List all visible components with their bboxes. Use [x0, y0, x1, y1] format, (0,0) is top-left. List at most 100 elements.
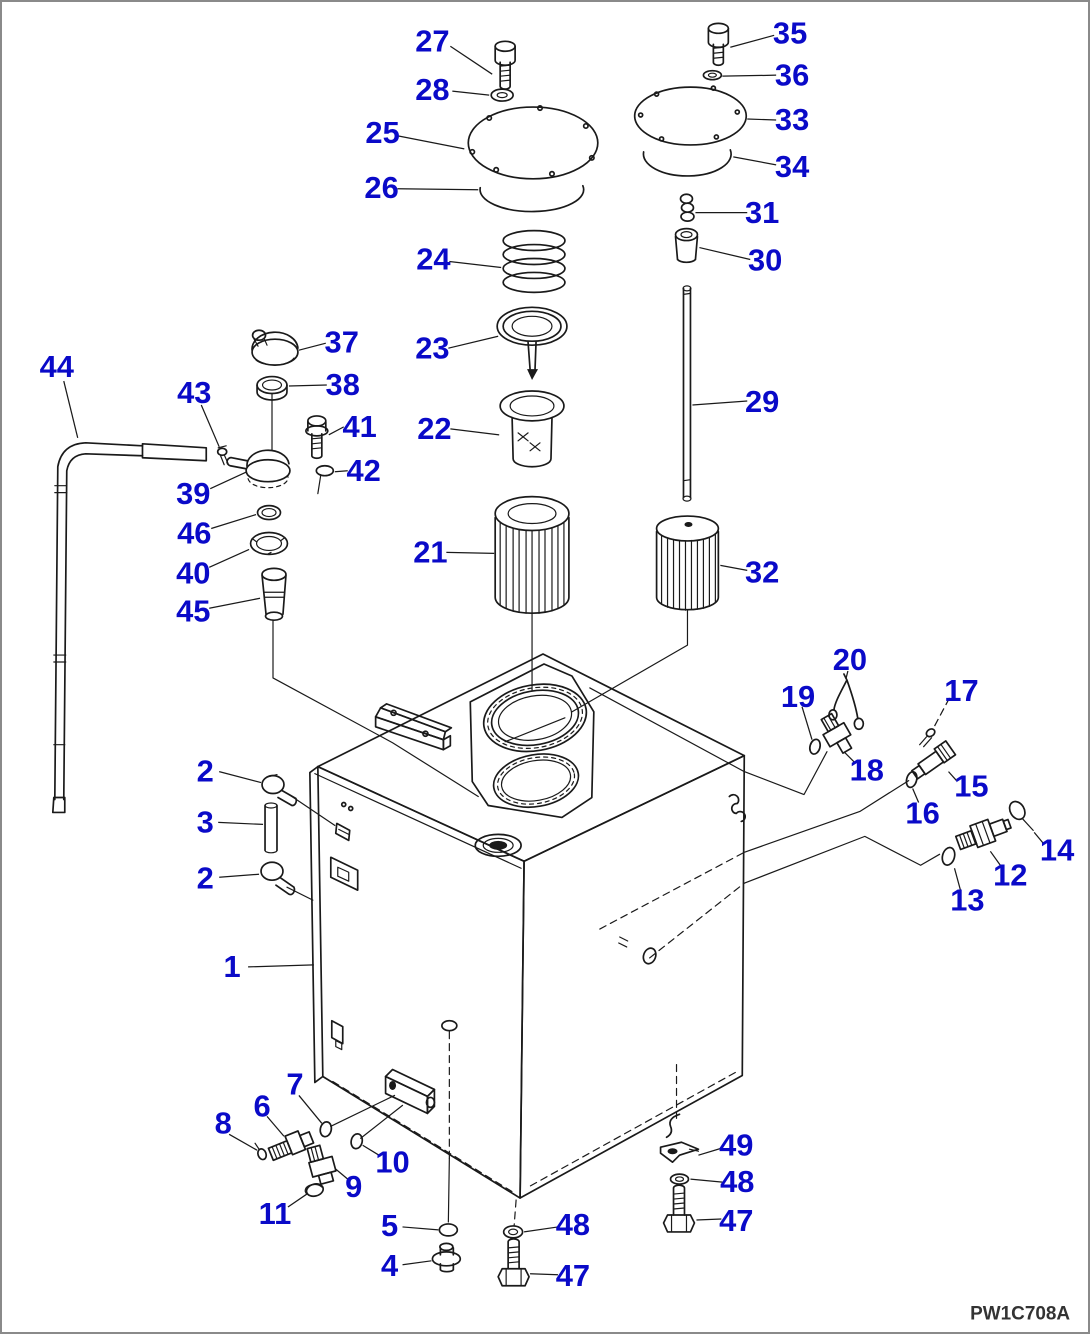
callout-c27: 27 — [415, 23, 449, 58]
leader-c2a — [219, 771, 262, 784]
figure-code: PW1C708A — [970, 1304, 1070, 1325]
leader-c48a — [523, 1226, 559, 1233]
part-48-washer-right — [669, 1173, 690, 1185]
leader-c41 — [328, 426, 345, 436]
top-bracket — [374, 703, 453, 751]
part-47-bolt-center — [497, 1238, 530, 1287]
tank-body — [309, 653, 747, 1199]
part-15-elbow — [911, 740, 957, 780]
callout-c35: 35 — [773, 15, 807, 50]
callout-c26: 26 — [364, 170, 398, 205]
part-12-union-fitting — [954, 818, 1012, 851]
part-40-lock-ring — [249, 531, 289, 556]
part-11-plug — [304, 1183, 325, 1198]
leader-c47a — [530, 1273, 558, 1276]
callout-c8: 8 — [215, 1105, 232, 1140]
part-20-lock-wire — [828, 673, 865, 731]
diagram-line-art — [51, 22, 1034, 1287]
hose-route-lines — [589, 687, 941, 965]
callout-c6: 6 — [253, 1089, 270, 1124]
part-43-pin — [216, 445, 229, 466]
leader-c2b — [219, 873, 260, 878]
callout-c30: 30 — [748, 243, 782, 278]
callout-c20: 20 — [833, 642, 867, 677]
leader-c36 — [722, 74, 777, 77]
leader-c40 — [208, 548, 250, 568]
leader-c6 — [266, 1115, 285, 1137]
part-46-oring — [256, 504, 282, 521]
part-30-collar — [674, 227, 699, 264]
callout-c48b: 48 — [720, 1164, 754, 1199]
callout-layer: 2728252624353633343130293223222137384344… — [40, 15, 1075, 1292]
callout-c33: 33 — [775, 102, 809, 137]
callout-c42: 42 — [346, 453, 380, 488]
part-3-tube — [264, 802, 278, 854]
callout-c2a: 2 — [197, 754, 214, 789]
leader-c3 — [218, 821, 264, 826]
part-10-ring — [350, 1133, 364, 1150]
part-33-cover — [633, 85, 748, 146]
leader-c22 — [450, 428, 500, 436]
leader-c14 — [1033, 831, 1045, 845]
front-face-fittings — [329, 801, 436, 1139]
part-37-cap — [251, 329, 299, 366]
leader-c23 — [448, 335, 499, 349]
part-9-elbow — [306, 1144, 337, 1186]
part-4-drain-plug — [431, 1242, 462, 1273]
callout-c46: 46 — [177, 516, 211, 551]
leader-c26 — [397, 188, 479, 191]
callout-c24: 24 — [416, 242, 450, 277]
callout-c7: 7 — [286, 1067, 303, 1102]
callout-c47b: 47 — [719, 1203, 753, 1238]
callout-c14: 14 — [1040, 832, 1074, 867]
part-22-strainer — [499, 390, 565, 468]
callout-c15: 15 — [954, 769, 988, 804]
part-35-bolt — [707, 22, 730, 67]
part-42-clip — [315, 464, 335, 495]
leader-c35 — [730, 34, 775, 48]
callout-c44: 44 — [40, 349, 74, 384]
callout-c29: 29 — [745, 384, 779, 419]
callout-c5: 5 — [381, 1208, 398, 1243]
callout-c34: 34 — [775, 149, 809, 184]
callout-c10: 10 — [375, 1144, 409, 1179]
part-7-ring — [319, 1121, 333, 1138]
part-19-ring — [808, 738, 822, 755]
leader-c42 — [334, 470, 348, 473]
part-17-screw — [919, 728, 936, 748]
part-16-ring — [905, 770, 918, 789]
callout-c43: 43 — [177, 375, 211, 410]
part-29-rod — [682, 285, 692, 502]
callout-c49: 49 — [719, 1127, 753, 1162]
part-2-elbow-bottom — [260, 861, 314, 901]
part-49-clamp — [659, 1113, 700, 1164]
leader-c8 — [228, 1133, 258, 1151]
part-48-washer-center — [502, 1225, 524, 1239]
leader-c24 — [449, 260, 502, 269]
callout-c48a: 48 — [556, 1207, 590, 1242]
callout-c3: 3 — [197, 805, 214, 840]
part-32-filter-element — [571, 515, 720, 713]
leader-c19 — [801, 706, 813, 740]
part-27-bolt — [494, 40, 516, 90]
leader-c9 — [335, 1168, 349, 1180]
fill-port-flange — [469, 663, 595, 819]
leader-c27 — [450, 45, 493, 75]
leader-c33 — [747, 118, 777, 121]
callout-c9: 9 — [345, 1169, 362, 1204]
drain-axis — [441, 1019, 678, 1227]
leader-c47b — [696, 1218, 722, 1221]
leader-c25 — [398, 135, 465, 150]
leader-c43 — [200, 404, 220, 448]
leader-c28 — [452, 90, 490, 96]
part-25-cover — [467, 105, 599, 180]
side-hook — [728, 793, 747, 823]
leader-c30 — [699, 246, 751, 261]
part-41-bolt — [305, 415, 329, 460]
leader-c7 — [298, 1095, 323, 1124]
leader-c29 — [692, 400, 748, 406]
leader-c1 — [248, 964, 314, 968]
callout-c45: 45 — [176, 593, 210, 628]
callout-c1: 1 — [224, 949, 241, 984]
